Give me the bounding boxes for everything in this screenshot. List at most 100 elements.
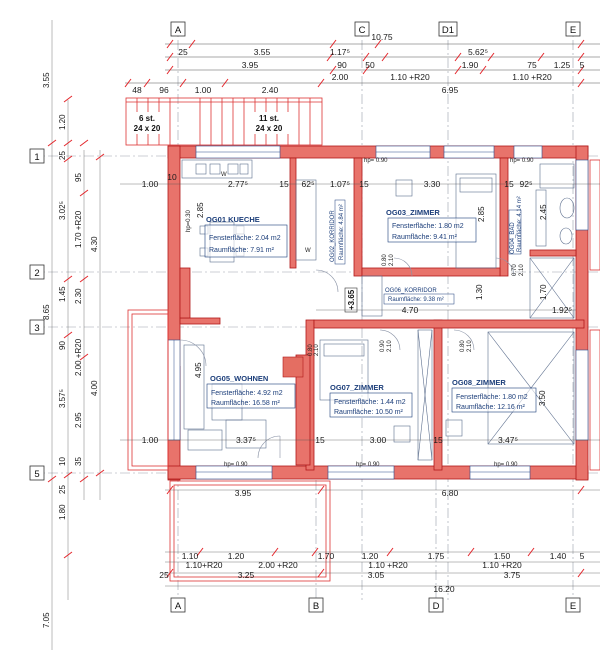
int-dim-18: 3.50 xyxy=(538,390,547,406)
room-og07-raum: Raumfläche: 10.50 m² xyxy=(334,409,404,416)
int-dim-3: 2.77⁵ xyxy=(228,179,248,189)
stair-label-2: 11 st. xyxy=(259,114,279,123)
room-og07-fenster: Fensterfläche: 1.44 m2 xyxy=(334,399,406,406)
bot-dim-10: 5 xyxy=(580,551,585,561)
left-dim-20: 7.05 xyxy=(42,612,51,628)
room-og05-name: OG05_WOHNEN xyxy=(210,374,268,383)
room-og08: OG08_ZIMMER Fensterfläche: 1.80 m2 Raumf… xyxy=(451,378,537,413)
top-dimension-lines xyxy=(125,43,600,84)
room-og01: OG01 KUECHE Fensterfläche: 2.04 m2 Raumf… xyxy=(204,215,288,258)
dim-top-10: 1.25 xyxy=(554,60,571,70)
room-og06: OG06_KORRIDOR Raumfläche: 9.38 m² xyxy=(383,288,455,305)
window-tag-7: 0.80 xyxy=(460,340,466,352)
left-dim-12: 2.00 +R20 xyxy=(74,338,83,376)
bot-dim-14: 1.10 +R20 xyxy=(482,560,522,570)
dim-top-11: 5 xyxy=(580,60,585,70)
dim-top-4: 5.62⁵ xyxy=(468,47,488,57)
chimney xyxy=(282,356,304,378)
bot-dim-6: 1.20 xyxy=(362,551,379,561)
left-dim-15: 2.95 xyxy=(74,412,83,428)
room-og04-name: OG04_BAD xyxy=(510,222,516,254)
room-og08-fenster: Fensterfläche: 1.80 m2 xyxy=(456,394,528,401)
int-dim-17: 3.47⁵ xyxy=(498,435,518,445)
dim-top-16: 96 xyxy=(159,85,169,95)
bot-dim-13: 1.10 +R20 xyxy=(368,560,408,570)
left-dim-18: 25 xyxy=(58,485,67,494)
room-og01-name: OG01 KUECHE xyxy=(206,215,260,224)
axis-bottom-b: B xyxy=(313,601,319,612)
window-tag-13: W xyxy=(305,248,311,254)
int-dim-2: 10 xyxy=(167,172,177,182)
dim-overall-top: 10.75 xyxy=(371,32,393,42)
room-og05-fenster: Fensterfläche: 4.92 m2 xyxy=(211,390,283,397)
int-dim-1: 1.00 xyxy=(142,179,159,189)
left-dim-8: 1.45 xyxy=(58,286,67,302)
room-og07-name: OG07_ZIMMER xyxy=(330,383,384,392)
window-tag-6: 2.10 xyxy=(519,264,525,276)
room-og04-raum: Raumfläche: 4.14 m² xyxy=(517,196,523,252)
furniture xyxy=(181,159,575,461)
dim-top-2: 3.55 xyxy=(254,47,271,57)
axis-top-c: C xyxy=(359,25,366,36)
window-tag-1: 0.80 xyxy=(382,254,388,266)
doors xyxy=(179,257,515,459)
stair-size-2: 24 x 20 xyxy=(256,124,283,133)
dim-top-3: 1.17⁵ xyxy=(330,47,350,57)
window-tag-8: 2.10 xyxy=(467,340,473,352)
room-og05-raum: Raumfläche: 16.58 m² xyxy=(211,400,281,407)
int-dim-10: 2.85 xyxy=(196,202,205,218)
window-tag-3: 0.90 xyxy=(380,340,386,352)
level-mark: +3.65 xyxy=(347,289,356,310)
dim-top-18: 2.40 xyxy=(262,85,279,95)
dim-top-6: 90 xyxy=(337,60,347,70)
bot-dim-7: 1.75 xyxy=(428,551,445,561)
window-tag-10: 2.10 xyxy=(314,344,320,356)
int-dim-25: 1.70 xyxy=(539,284,548,300)
hp-label-3: hp= 0.90 xyxy=(224,462,248,468)
dim-top-9: 75 xyxy=(527,60,537,70)
room-og02-name: OG02_KORRIDOR xyxy=(330,210,336,262)
left-dim-6: 1.70 +R20 xyxy=(74,210,83,248)
bot-dim-overall: 16.20 xyxy=(433,584,455,594)
dim-top-17: 1.00 xyxy=(195,85,212,95)
axis-markers: A C D1 E A B D E 1 2 3 5 xyxy=(29,21,581,613)
axis-left-3: 3 xyxy=(34,323,39,334)
room-og04: OG04_BAD Raumfläche: 4.14 m² xyxy=(508,196,523,255)
bot-dim-15: 25 xyxy=(159,570,169,580)
hp-label-4: hp= 0.90 xyxy=(356,462,380,468)
balcony xyxy=(127,309,331,582)
bot-dim-11: 1.10+R20 xyxy=(185,560,222,570)
int-dim-13: 1.92⁵ xyxy=(552,305,572,315)
room-og03: OG03_ZIMMER Fensterfläche: 1.80 m2 Raumf… xyxy=(386,208,477,243)
bot-dim-12: 2.00 +R20 xyxy=(258,560,298,570)
int-dim-9: 92⁵ xyxy=(520,179,533,189)
left-dim-11: 90 xyxy=(58,341,67,350)
left-dim-7: 4.30 xyxy=(90,236,99,252)
axis-grid xyxy=(30,22,600,600)
dim-top-7: 50 xyxy=(365,60,375,70)
stair-size-1: 24 x 20 xyxy=(134,124,161,133)
hp-label-1: hp= 0.90 xyxy=(364,158,388,164)
left-dim-10: 8.65 xyxy=(42,304,51,320)
window-tag-2: 2.10 xyxy=(389,254,395,266)
dim-top-14: 1.10 +R20 xyxy=(512,72,552,82)
axis-left-2: 2 xyxy=(34,268,39,279)
room-og03-fenster: Fensterfläche: 1.80 m2 xyxy=(392,223,464,230)
bot-dim-16: 3.25 xyxy=(238,570,255,580)
window-tag-5: 0.70 xyxy=(512,264,518,276)
int-dim-4: 15 xyxy=(279,179,289,189)
left-dim-13: 3.57⁵ xyxy=(58,389,67,408)
bot-dim-17: 3.05 xyxy=(368,570,385,580)
bot-dim-3: 1.10 xyxy=(182,551,199,561)
dim-top-12: 2.00 xyxy=(332,72,349,82)
bot-dim-5: 1.70 xyxy=(318,551,335,561)
dim-top-15: 48 xyxy=(132,85,142,95)
stair-label-1: 6 st. xyxy=(139,114,155,123)
walls xyxy=(167,145,589,481)
int-dim-24: 15 xyxy=(359,179,369,189)
int-dim-15: 3.37⁵ xyxy=(236,435,256,445)
room-og08-name: OG08_ZIMMER xyxy=(452,378,506,387)
left-dim-2: 1.20 xyxy=(58,114,67,130)
left-dim-5: 3.02⁵ xyxy=(58,201,67,220)
